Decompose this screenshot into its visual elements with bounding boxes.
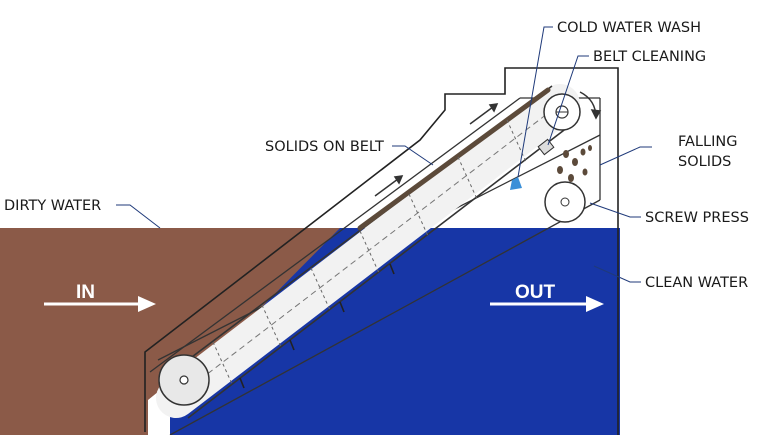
- clean-water-label: CLEAN WATER: [645, 275, 748, 291]
- cold-water-wash-leader: [517, 26, 553, 178]
- tank-wall: [144, 67, 619, 435]
- inflow-arrow: [44, 296, 156, 312]
- bottom-roller: [158, 354, 210, 406]
- belt-flights: [239, 263, 395, 389]
- outflow-arrow: [490, 296, 604, 312]
- falling-solids-label-line2: SOLIDS: [678, 154, 731, 170]
- screw-press: [544, 181, 586, 223]
- belt-cleaning-brush: [537, 138, 555, 156]
- screw-press-leader: [589, 202, 641, 218]
- solids-on-belt-label: SOLIDS ON BELT: [265, 139, 384, 155]
- falling-solids-label-line1: FALLING: [678, 134, 737, 150]
- dirty-water-leader: [116, 204, 161, 229]
- falling-solids: [557, 145, 592, 182]
- clean-water-region: [170, 228, 620, 435]
- belt-cleaning-leader: [547, 55, 589, 146]
- solids-on-belt-leader: [392, 145, 434, 166]
- wash-spray: [510, 177, 522, 190]
- belt-lower-edge: [187, 123, 573, 419]
- out-label: OUT: [515, 282, 556, 303]
- dirty-water-label: DIRTY WATER: [4, 198, 101, 214]
- belt-return-line: [175, 103, 561, 399]
- conveyor-belt: [156, 84, 580, 419]
- falling-solids-leader: [599, 146, 652, 166]
- in-label: IN: [76, 282, 95, 303]
- dirty-water-region: [0, 228, 360, 435]
- belt-slats: [212, 119, 527, 385]
- cold-water-wash-label: COLD WATER WASH: [557, 20, 701, 36]
- clean-water-leader: [593, 265, 641, 283]
- belt-cleaning-label: BELT CLEANING: [593, 49, 706, 65]
- head-roller: [543, 93, 581, 131]
- leader-lines: [116, 26, 652, 283]
- screw-press-label: SCREW PRESS: [645, 210, 749, 226]
- belt-direction-arrows: [374, 91, 602, 197]
- solids-layer: [357, 87, 551, 231]
